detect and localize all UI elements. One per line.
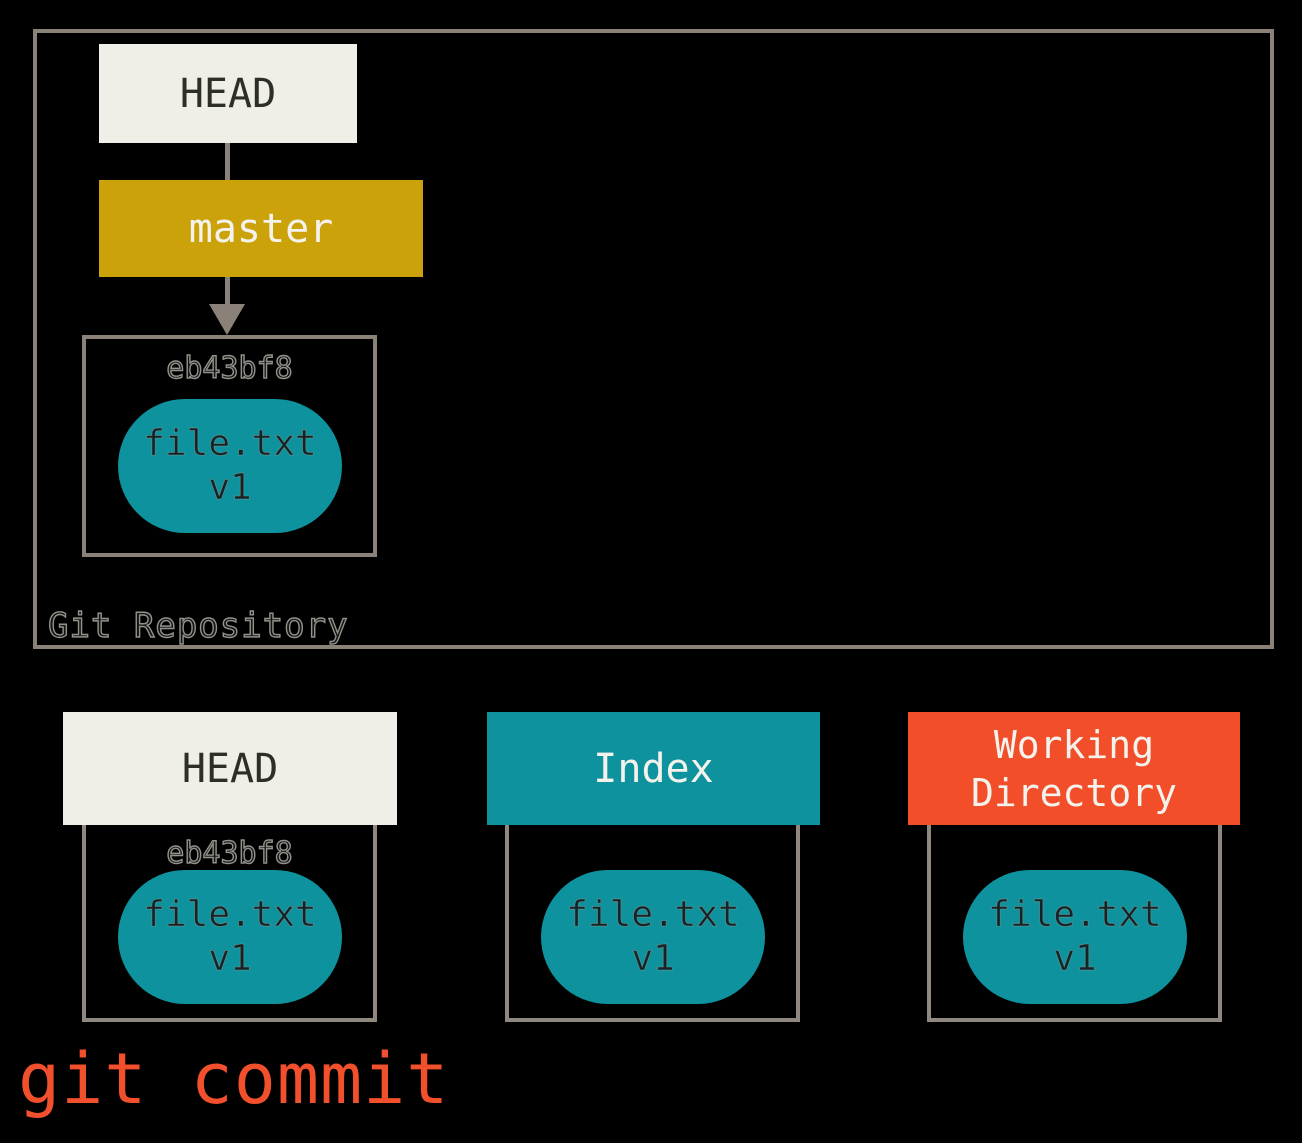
head-area-header: HEAD [63, 712, 397, 825]
head-ref-label: HEAD [179, 70, 277, 117]
commit-hash-label: eb43bf8 [166, 350, 294, 386]
arrow-down-icon [209, 304, 245, 335]
file-blob: file.txt v1 [541, 870, 765, 1004]
head-to-master-connector [225, 143, 230, 180]
index-area-container: file.txt v1 [505, 786, 800, 1022]
git-command-caption: git commit [18, 1038, 450, 1120]
blob-file-label: file.txt [143, 894, 317, 936]
head-area-container: eb43bf8 file.txt v1 [82, 786, 377, 1022]
git-repository-box [33, 29, 1274, 649]
index-area-header: Index [487, 712, 820, 825]
blob-file-label: file.txt [566, 894, 740, 936]
master-branch-label: master [188, 205, 334, 252]
working-directory-area-title: Working Directory [971, 722, 1177, 815]
blob-version-label: v1 [208, 938, 252, 980]
index-area-title: Index [593, 745, 714, 792]
master-branch-box: master [99, 180, 423, 277]
git-repository-label: Git Repository [47, 605, 349, 646]
master-to-commit-connector [225, 277, 230, 304]
head-area-title: HEAD [181, 745, 279, 792]
head-ref-box: HEAD [99, 44, 357, 143]
head-area-hash-label: eb43bf8 [166, 835, 294, 871]
working-directory-area-container: file.txt v1 [927, 786, 1222, 1022]
blob-file-label: file.txt [143, 423, 317, 465]
file-blob: file.txt v1 [118, 870, 342, 1004]
file-blob: file.txt v1 [963, 870, 1187, 1004]
working-directory-area-header: Working Directory [908, 712, 1240, 825]
blob-version-label: v1 [631, 938, 675, 980]
blob-version-label: v1 [208, 467, 252, 509]
file-blob: file.txt v1 [118, 399, 342, 533]
blob-file-label: file.txt [988, 894, 1162, 936]
blob-version-label: v1 [1053, 938, 1097, 980]
commit-box: eb43bf8 file.txt v1 [82, 335, 377, 557]
